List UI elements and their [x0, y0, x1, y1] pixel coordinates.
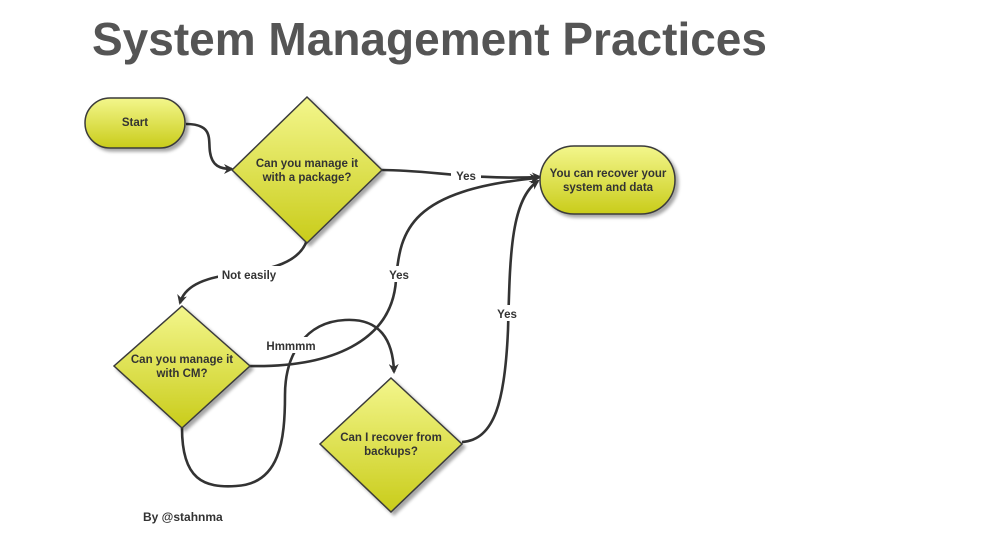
node-cm-label-line2: with CM?	[155, 368, 207, 380]
node-start-shape	[84, 97, 186, 149]
node-backups-label-line1: Can I recover from	[340, 432, 442, 444]
node-package-label-line1: Can you manage it	[256, 158, 358, 170]
edge-label-bg	[492, 305, 522, 321]
node-start-label: Start	[122, 117, 148, 129]
edge-label-bg	[218, 266, 280, 282]
node-package-shape	[230, 95, 384, 245]
node-cm-label-line1: Can you manage it	[131, 354, 233, 366]
edge-label-not-easily: Not easily	[222, 270, 277, 282]
edge-label-package-yes: Yes	[456, 171, 476, 183]
edge-cm-hmmmm	[180, 318, 399, 488]
edge-backups-yes	[461, 179, 540, 444]
edge-label-bg	[451, 167, 481, 183]
edge-label-cm-hmmmm: Hmmmm	[266, 341, 315, 353]
author-credit: By @stahnma	[143, 510, 223, 524]
node-recover-label-line2: system and data	[563, 182, 654, 194]
page-title: System Management Practices	[92, 13, 767, 65]
edge-label-bg	[262, 337, 320, 353]
node-recover-label-line1: You can recover your	[550, 168, 667, 180]
node-backups-label-line2: backups?	[364, 446, 418, 458]
node-cm-shape	[112, 304, 252, 430]
node-backups-shape	[318, 376, 464, 514]
node-recover-shape	[539, 145, 676, 215]
node-package-label-line2: with a package?	[262, 172, 352, 184]
edge-label-bg	[385, 266, 413, 282]
edge-start-to-package	[185, 122, 234, 174]
edge-label-cm-yes: Yes	[389, 270, 409, 282]
edge-label-backups-yes: Yes	[497, 309, 517, 321]
